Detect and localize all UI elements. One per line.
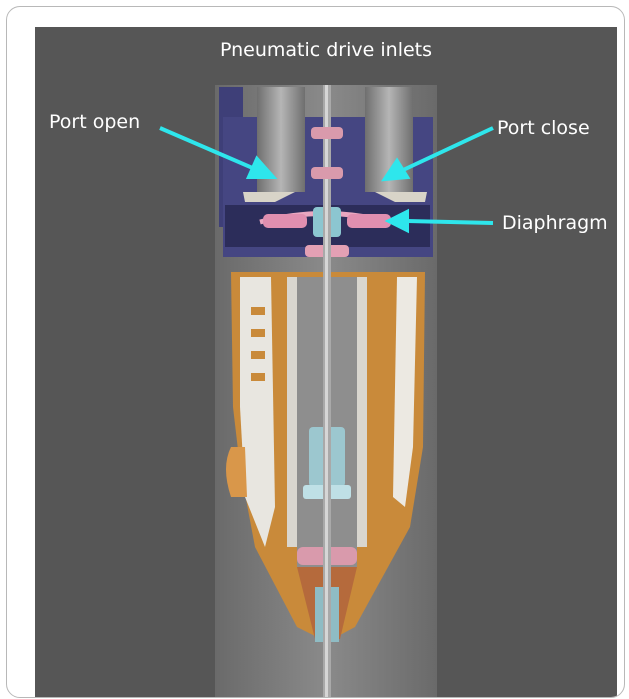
left-slot-3 (251, 351, 265, 359)
label-diaphragm: Diaphragm (502, 212, 608, 234)
label-port-close: Port close (497, 117, 590, 139)
side-bulge (226, 447, 247, 497)
diaphragm-clamp-right (347, 214, 391, 228)
left-slot-4 (251, 373, 265, 381)
left-slot-2 (251, 329, 265, 337)
figure-title: Pneumatic drive inlets (35, 39, 617, 61)
label-port-open: Port open (49, 111, 140, 133)
figure-frame: Pneumatic drive inlets Port open Port cl… (6, 6, 625, 698)
diaphragm-clamp-left (263, 214, 307, 228)
left-slot-1 (251, 307, 265, 315)
upper-seal-1 (311, 127, 343, 139)
upper-seal-2 (311, 167, 343, 179)
arrow-diaphragm (389, 212, 493, 230)
figure-panel: Pneumatic drive inlets Port open Port cl… (35, 27, 617, 698)
